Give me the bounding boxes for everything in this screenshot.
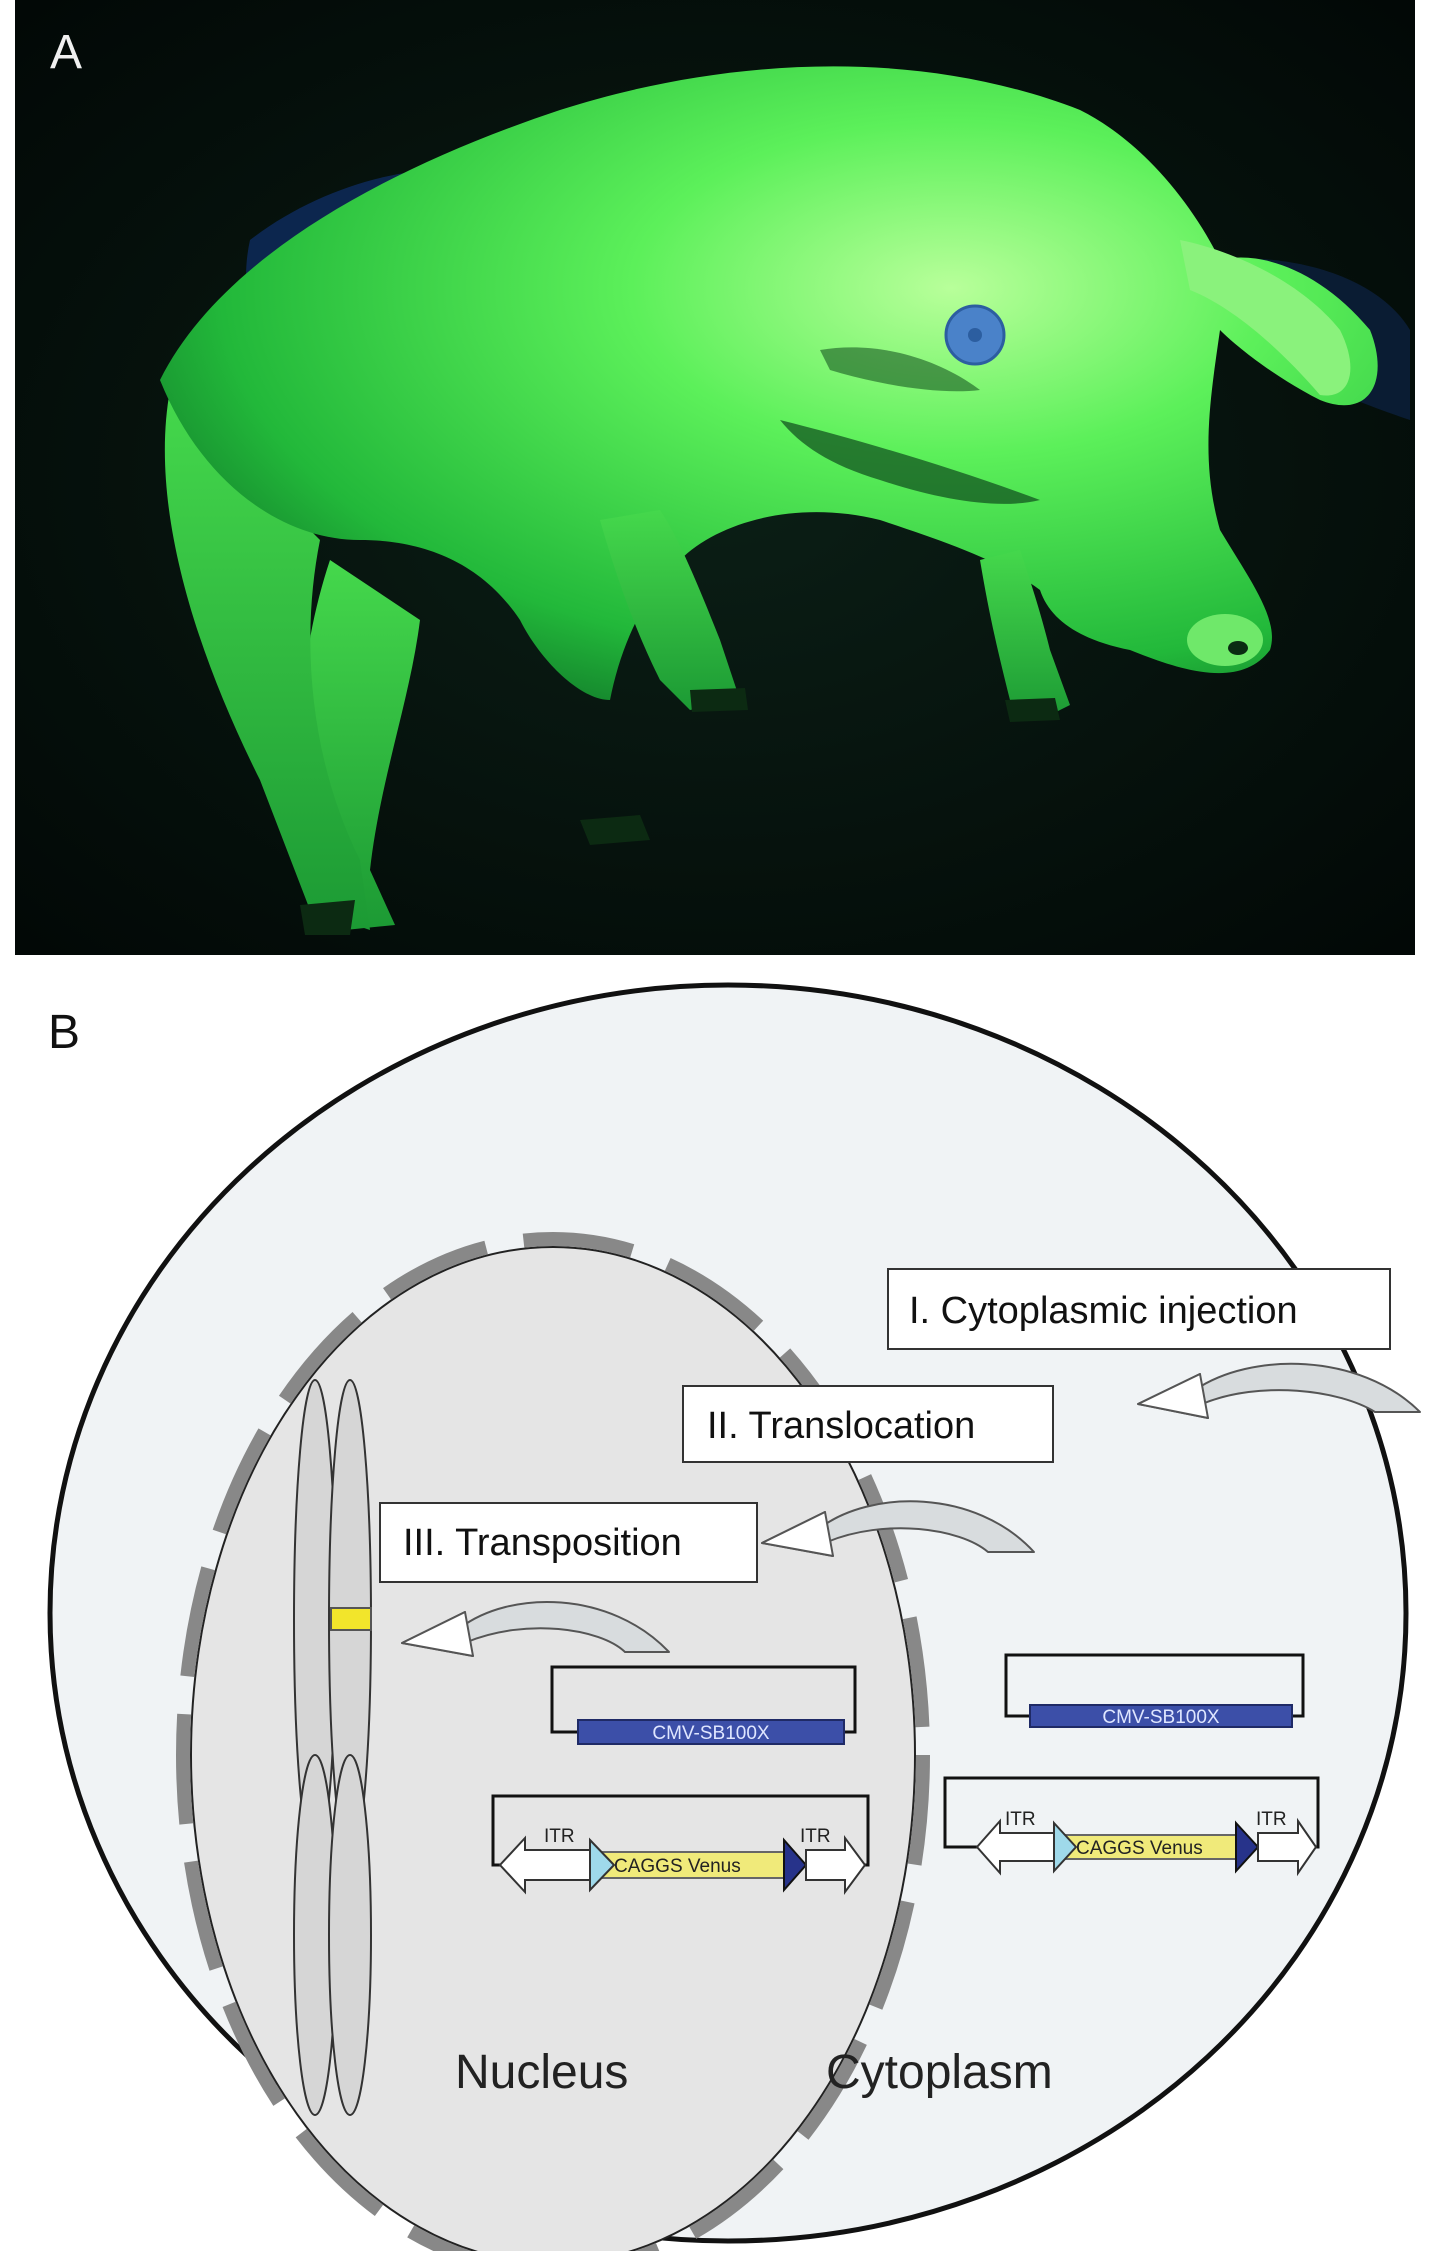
panel-a-letter: A bbox=[50, 26, 82, 79]
pig-snout bbox=[1187, 614, 1263, 666]
pig-hoof-2 bbox=[580, 815, 650, 845]
cytoplasmic-transposon-plasmid: ITR CAGGS Venus ITR bbox=[943, 1776, 1320, 1877]
step-3-frame bbox=[379, 1502, 758, 1583]
step-1-frame bbox=[887, 1268, 1391, 1350]
step-3-label: III. Transposition bbox=[403, 1522, 682, 1564]
arrow-transposition bbox=[401, 1600, 670, 1657]
panel-a: A bbox=[15, 0, 1415, 955]
arrow-injection-head bbox=[1137, 1373, 1209, 1419]
cytoplasmic-promoter-left bbox=[1053, 1820, 1078, 1874]
cytoplasmic-transposase-bar bbox=[1029, 1704, 1293, 1728]
arrow-injection bbox=[1137, 1362, 1421, 1419]
fluorescent-pig bbox=[160, 66, 1378, 935]
pig-eye-shadow bbox=[820, 347, 980, 392]
panel-b-letter: B bbox=[48, 1006, 80, 1059]
cytoplasmic-transposase-label: CMV-SB100X bbox=[1102, 1707, 1220, 1728]
nuclear-itr-right bbox=[805, 1834, 867, 1896]
nuclear-venus-bar bbox=[593, 1851, 785, 1879]
nuclear-itr-left-label: ITR bbox=[544, 1826, 575, 1847]
step-3-box: III. Transposition bbox=[379, 1502, 758, 1583]
arrow-transposition-head bbox=[401, 1611, 474, 1657]
cytoplasmic-transposase-plasmid: CMV-SB100X bbox=[1004, 1653, 1305, 1728]
cytoplasmic-itr-right bbox=[1257, 1817, 1318, 1877]
pig-ear bbox=[1180, 240, 1351, 396]
cytoplasm-label: Cytoplasm bbox=[826, 2046, 1053, 2099]
step-1-label: I. Cytoplasmic injection bbox=[909, 1290, 1298, 1332]
arrow-translocation bbox=[761, 1500, 1035, 1557]
chromatid-lower-right bbox=[328, 1754, 372, 2116]
ear-tag-center bbox=[968, 328, 982, 342]
cytoplasmic-venus-label: CAGGS Venus bbox=[1076, 1838, 1203, 1859]
pig-hoof-4 bbox=[690, 688, 748, 712]
nuclear-transposon-plasmid: ITR CAGGS Venus ITR bbox=[491, 1794, 870, 1896]
step-2-box: II. Translocation bbox=[682, 1385, 1054, 1463]
nuclear-promoter-left bbox=[589, 1837, 616, 1893]
panel-b: B I. Cytoplasmic injection II. Transloca… bbox=[47, 982, 1421, 2251]
cytoplasmic-promoter-right bbox=[1235, 1820, 1260, 1874]
arrow-translocation-head bbox=[761, 1511, 834, 1557]
nuclear-venus-label: CAGGS Venus bbox=[614, 1856, 741, 1877]
nuclear-transposase-label: CMV-SB100X bbox=[652, 1723, 770, 1744]
nuclear-envelope bbox=[176, 1232, 930, 2251]
cytoplasmic-venus-bar bbox=[1057, 1834, 1237, 1860]
pig-hoof-3 bbox=[1005, 698, 1060, 722]
step-1-box: I. Cytoplasmic injection bbox=[887, 1268, 1391, 1350]
cytoplasmic-itr-right-label: ITR bbox=[1256, 1809, 1287, 1830]
integration-site bbox=[330, 1607, 372, 1631]
nuclear-promoter-right bbox=[783, 1837, 808, 1893]
pig-leg-front-far bbox=[980, 550, 1070, 720]
pig-hoof-1 bbox=[300, 900, 355, 935]
nucleus-label: Nucleus bbox=[455, 2046, 628, 2099]
nuclear-transposase-loop bbox=[550, 1665, 857, 1734]
nucleus bbox=[190, 1246, 916, 2251]
step-2-frame bbox=[682, 1385, 1054, 1463]
pig-mouth-shadow bbox=[780, 420, 1040, 504]
cytoplasmic-transposase-loop bbox=[1004, 1653, 1305, 1718]
pig-leg-rear-near bbox=[164, 390, 370, 930]
pig-body bbox=[160, 66, 1378, 700]
step-2-label: II. Translocation bbox=[707, 1405, 975, 1447]
nuclear-transposase-bar bbox=[577, 1719, 845, 1745]
chromosome bbox=[293, 1379, 372, 2116]
nuclear-itr-right-label: ITR bbox=[800, 1826, 831, 1847]
pig-leg-front-near bbox=[600, 510, 740, 710]
cytoplasmic-itr-left-label: ITR bbox=[1005, 1809, 1036, 1830]
pig-nostril bbox=[1228, 641, 1248, 655]
nuclear-transposase-plasmid: CMV-SB100X bbox=[550, 1665, 857, 1745]
